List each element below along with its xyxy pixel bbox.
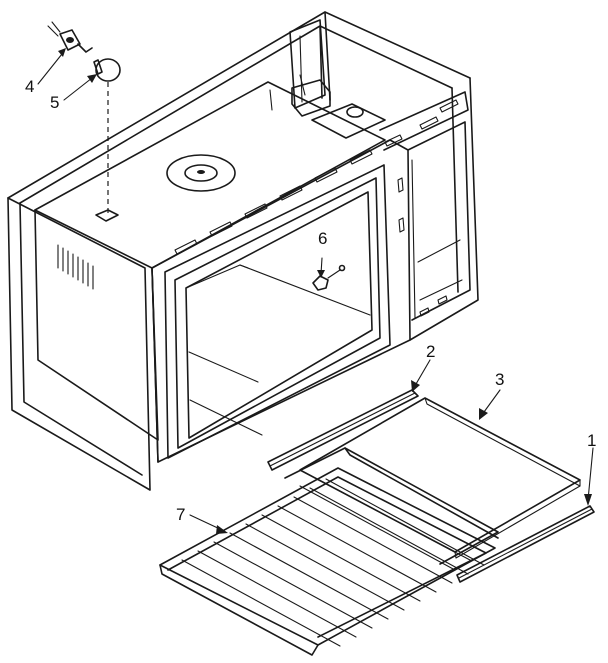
leader-lines (37, 48, 594, 534)
callout-1-label: 1 (587, 431, 596, 450)
callout-2-label: 2 (426, 342, 435, 361)
light-bulb-icon (93, 58, 121, 214)
callout-labels: 1 2 3 4 5 6 7 (25, 77, 596, 524)
oven-rack-icon (159, 447, 499, 656)
side-rail-icon (456, 505, 595, 583)
side-rail-icon (267, 389, 419, 471)
door-opening (164, 164, 391, 459)
door-latch-icon (312, 257, 346, 291)
callout-5-label: 5 (50, 93, 59, 112)
callout-3-label: 3 (495, 370, 504, 389)
callout-4-label: 4 (25, 77, 34, 96)
vent-grille-icon (57, 244, 94, 290)
turntable-spindle-icon (166, 154, 236, 192)
right-cavity (379, 91, 471, 321)
lamp-socket-icon (47, 21, 93, 53)
tray-panel-icon (299, 397, 581, 559)
cabinet-frame (7, 11, 479, 491)
callout-7-label: 7 (176, 505, 185, 524)
front-face (151, 99, 459, 463)
callout-6-label: 6 (318, 229, 327, 248)
oven-body (34, 19, 386, 441)
